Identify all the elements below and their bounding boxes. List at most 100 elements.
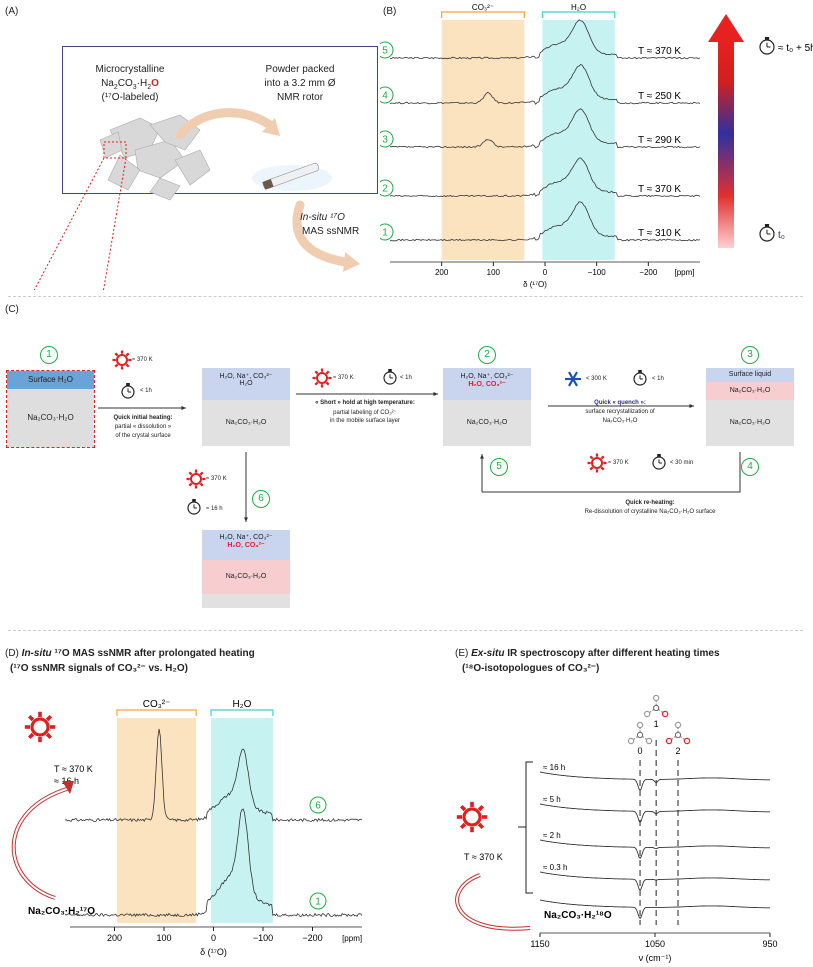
- iso-label-0: 0: [638, 746, 643, 756]
- ir-trace-4: [539, 899, 770, 920]
- formula-co: CO: [117, 78, 133, 89]
- step1-time: < 1h: [140, 388, 152, 394]
- formula-na: Na: [101, 78, 114, 89]
- trace-top-number: 6: [315, 801, 321, 812]
- insitu-line1: In-situ ¹⁷O: [300, 212, 345, 223]
- panel-d-arrow-head: [62, 781, 74, 794]
- box6: H₂O, Na⁺, CO₃²⁻ H₂O, CO₃²⁻ Na₂CO₃·H₂O: [202, 530, 290, 608]
- h2o-band-label: H₂O: [233, 699, 252, 710]
- formula-o: O: [151, 78, 159, 89]
- nmr-rotor-image: [252, 162, 332, 191]
- box1-top: Surface H₂O: [7, 371, 94, 389]
- co3-band: [441, 20, 525, 260]
- trace-5: [389, 19, 701, 60]
- trace-temp-4: T ≈ 250 K: [638, 91, 681, 102]
- x-axis-label: δ (¹⁷O): [523, 280, 547, 289]
- panel-e-temp: T ≈ 370 K: [464, 852, 503, 862]
- h2o-band-label: H₂O: [571, 3, 586, 12]
- panel-c-label: (C): [5, 304, 19, 315]
- divider-top: [8, 296, 803, 297]
- box6-top: H₂O, Na⁺, CO₃²⁻: [219, 534, 273, 541]
- trace-number-1-circle: [380, 223, 394, 241]
- clock-bottom-icon-crown: [764, 224, 770, 227]
- box3: Surface liquid Na₂CO₃·H₂O Na₂CO₃·H₂O: [706, 368, 794, 446]
- step3-clock-icon-crown: [638, 370, 642, 373]
- step2-temp: ≈ 370 K: [333, 375, 354, 381]
- step4-time: < 30 min: [670, 460, 694, 466]
- step2-sun-icon: [312, 368, 332, 388]
- x-tick-label-0: 1150: [530, 939, 549, 949]
- box-a-bottom: Na₂CO₃·H₂O: [202, 400, 290, 446]
- step6-time: ≈ 16 h: [206, 506, 223, 512]
- powder-line2: into a 3.2 mm Ø: [264, 78, 336, 89]
- box3-top: Surface liquid: [706, 368, 794, 382]
- panel-d-compound: Na₂CO₃·H₂¹⁷O: [28, 906, 95, 917]
- crystal-zoom-box: [103, 141, 127, 159]
- trace-2: [389, 157, 701, 198]
- time-top: ≈ t₀ + 5h: [778, 43, 813, 54]
- box1-bottom: Na₂CO₃·H₂O: [7, 389, 94, 447]
- box2-h2o: H₂O: [468, 381, 482, 388]
- trace-number-5: 5: [382, 46, 388, 57]
- time-gradient-bar: [718, 40, 734, 248]
- step1-title: Quick initial heating:: [113, 415, 173, 421]
- step3-desc1: surface recrystallization of: [585, 409, 655, 415]
- ir-trace-3: [539, 871, 770, 892]
- panel-d-temp: T ≈ 370 K: [54, 764, 93, 774]
- step4-clock-icon-crown: [657, 454, 661, 457]
- box4-number: 4: [741, 458, 759, 476]
- step4-title: Quick re-heating:: [625, 500, 675, 506]
- trace-number-2-circle: [380, 179, 394, 197]
- time-bracket: [518, 761, 533, 894]
- panel-e-sun-icon: [456, 801, 488, 833]
- ir-time-label-0: ≈ 16 h: [543, 763, 565, 772]
- arrow-step1-head: [181, 406, 186, 410]
- powder-line1: Powder packed: [265, 64, 335, 75]
- box2-bottom: Na₂CO₃·H₂O: [443, 400, 531, 446]
- x-tick-label-2: 950: [762, 939, 777, 949]
- iso-label-1: 1: [654, 719, 659, 729]
- ir-trace-0: [539, 771, 770, 792]
- powder-line3: NMR rotor: [276, 92, 324, 103]
- x-axis-label: δ (¹⁷O): [200, 947, 227, 957]
- x-tick-label-0: 200: [435, 268, 449, 277]
- ir-time-label-3: ≈ 0.3 h: [543, 863, 567, 872]
- crystal-formula: Na2CO3·H2O: [101, 78, 159, 91]
- x-tick-label-4: −200: [639, 268, 658, 277]
- co3-band-label: CO₃²⁻: [472, 3, 494, 12]
- step3-temp: < 300 K: [586, 376, 607, 382]
- arrow-to-rotor: [175, 108, 275, 140]
- arrow-step4-path: [482, 452, 741, 493]
- box6-co3: CO₃²⁻: [244, 542, 265, 549]
- step1-temp: ≈ 370 K: [132, 357, 153, 363]
- step4-temp: ≈ 370 K: [608, 460, 629, 466]
- trace-number-4: 4: [382, 91, 388, 102]
- insitu-line2: MAS ssNMR: [302, 226, 360, 237]
- x-tick-label-3: −100: [588, 268, 607, 277]
- trace-4: [389, 64, 701, 105]
- trace-top-number-circle: [309, 796, 327, 814]
- trace-1: [390, 201, 701, 242]
- trace-temp-1: T ≈ 310 K: [638, 228, 681, 239]
- co3-band-label: CO₃²⁻: [143, 699, 171, 710]
- co3-bracket: [116, 709, 197, 716]
- ir-time-label-2: ≈ 2 h: [543, 831, 561, 840]
- h2o-band: [542, 20, 615, 260]
- arrow-step2-head: [433, 392, 438, 396]
- panel-d-sun-icon: [24, 711, 56, 743]
- trace-number-2: 2: [382, 184, 388, 195]
- step3-desc2: Na₂CO₃·H₂O: [602, 418, 638, 424]
- arrow-step3-head: [689, 404, 694, 408]
- step2-title: « Short » hold at high temperature:: [315, 400, 415, 406]
- panel-e-subtitle: (¹⁸O-isotopologues of CO₃²⁻): [462, 663, 600, 674]
- panel-d-curved-arrow: [11, 786, 71, 900]
- box6-number: 6: [252, 490, 270, 508]
- x-tick-label-1: 100: [156, 933, 171, 943]
- step3-time: < 1h: [652, 376, 664, 382]
- x-tick-label-1: 1050: [645, 939, 665, 949]
- iso-molecule-icon-1: [643, 694, 669, 718]
- co3-bracket: [441, 11, 525, 18]
- x-tick-label-2: 0: [543, 268, 548, 277]
